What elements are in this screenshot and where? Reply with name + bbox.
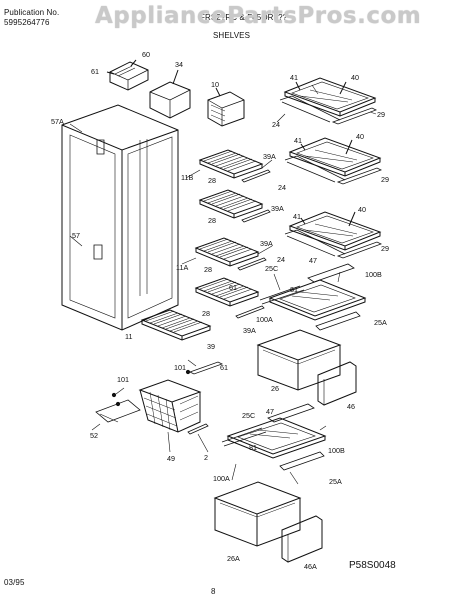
callout-29: 29 [381, 244, 389, 253]
crisper-drawer-lower [215, 482, 322, 562]
callout-57a: 57A [51, 117, 64, 126]
callout-24: 24 [277, 255, 285, 264]
crisper-cover-upper [260, 264, 365, 330]
callout-28: 28 [208, 216, 216, 225]
callout-47: 47 [266, 407, 274, 416]
glass-shelf-lower [285, 212, 381, 258]
callout-24: 24 [278, 183, 286, 192]
drawing-code: P58S0048 [349, 560, 396, 571]
model-numbers: FRS2?RC & F45OR??? [200, 13, 288, 22]
callout-100a: 100A [256, 315, 273, 324]
callout-47: 47 [309, 256, 317, 265]
callout-28: 28 [202, 309, 210, 318]
callout-100a: 100A [213, 474, 230, 483]
callout-61: 61 [91, 67, 99, 76]
watermark: AppliancePartsPros.com [95, 3, 422, 29]
callout-41: 41 [294, 136, 302, 145]
callout-39a: 39A [260, 239, 273, 248]
freezer-basket [96, 370, 208, 434]
callout-46: 46 [347, 402, 355, 411]
callout-25a: 25A [329, 477, 342, 486]
callout-101: 101 [117, 375, 129, 384]
callout-100b: 100B [328, 446, 345, 455]
callout-34: 34 [175, 60, 183, 69]
callout-29: 29 [377, 110, 385, 119]
callout-60: 60 [142, 50, 150, 59]
wire-shelf-2 [200, 190, 270, 222]
callout-49: 49 [167, 454, 175, 463]
callout-29: 29 [381, 175, 389, 184]
callout-10: 10 [211, 80, 219, 89]
callout-24: 24 [272, 120, 280, 129]
callout-46a: 46A [304, 562, 317, 571]
callout-28: 28 [204, 265, 212, 274]
callout-11b: 11B [181, 173, 194, 182]
callout-39a: 39A [263, 152, 276, 161]
egg-tray [208, 88, 244, 126]
glass-shelf-middle [285, 138, 381, 184]
callout-11: 11 [125, 332, 133, 341]
callout-39: 39 [207, 342, 215, 351]
wire-shelf-4 [196, 278, 264, 318]
glass-shelf-top [280, 78, 376, 124]
callout-39a: 39A [271, 204, 284, 213]
callout-28: 28 [208, 176, 216, 185]
publication-label: Publication No. [4, 8, 60, 17]
callout-25c: 25C [265, 264, 279, 273]
callout-25a: 25A [374, 318, 387, 327]
page-number: 8 [211, 587, 216, 596]
crisper-cover-lower [222, 404, 325, 470]
callout-101: 101 [174, 363, 186, 372]
callout-41: 41 [293, 212, 301, 221]
callout-39a: 39A [243, 326, 256, 335]
callout-40: 40 [351, 73, 359, 82]
callout-81: 81 [290, 285, 298, 294]
section-title: SHELVES [213, 31, 251, 40]
publication-number: 5995264776 [4, 18, 50, 27]
callout-26: 26 [271, 384, 279, 393]
callout-40: 40 [358, 205, 366, 214]
wire-shelf-3 [196, 238, 266, 270]
callout-52: 52 [90, 431, 98, 440]
callout-100b: 100B [365, 270, 382, 279]
leader-lines [70, 85, 376, 484]
callout-11a: 11A [176, 263, 189, 272]
callout-25c: 25C [242, 411, 256, 420]
callout-41: 41 [290, 73, 298, 82]
crisper-drawer-upper [190, 330, 356, 405]
callout-81: 81 [249, 443, 257, 452]
wire-shelf-11 [142, 310, 210, 340]
cabinet-liner [62, 105, 178, 330]
revision-date: 03/95 [4, 578, 25, 587]
callout-61: 61 [229, 283, 237, 292]
dairy-compartment [107, 60, 190, 118]
wire-shelf-1 [200, 150, 270, 182]
callout-61: 61 [220, 363, 228, 372]
callout-57: 57 [72, 231, 80, 240]
callout-2: 2 [204, 453, 208, 462]
callout-26a: 26A [227, 554, 240, 563]
callout-40: 40 [356, 132, 364, 141]
